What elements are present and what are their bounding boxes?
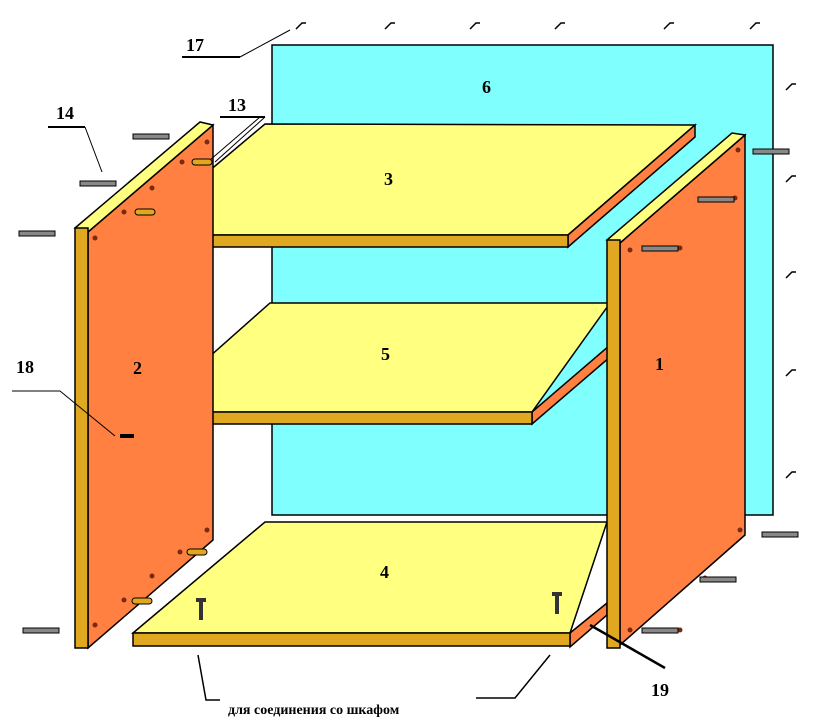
label-connector: 19 <box>651 680 669 700</box>
label-top-shelf: 3 <box>384 169 393 189</box>
label-back-panel: 6 <box>482 77 491 97</box>
screw-icons <box>18 133 799 634</box>
bottom-shelf <box>130 521 609 649</box>
nail-icons <box>295 22 796 479</box>
left-side-panel <box>73 121 215 650</box>
label-left-side: 2 <box>133 358 142 378</box>
caption-cabinet-connection: для соединения со шкафом <box>228 703 400 718</box>
label-middle-shelf: 5 <box>381 344 390 364</box>
label-bottom-shelf: 4 <box>380 562 389 582</box>
label-nail: 17 <box>186 35 204 55</box>
middle-shelf <box>145 302 612 426</box>
label-dowel: 13 <box>228 95 246 115</box>
right-side-panel <box>605 132 747 649</box>
shelf-support-icon <box>120 434 134 438</box>
label-shelf-support: 18 <box>16 357 34 377</box>
label-screw: 14 <box>56 103 74 123</box>
connector-screw-icons <box>196 592 562 620</box>
top-shelf <box>130 123 698 249</box>
label-right-side: 1 <box>655 354 664 374</box>
